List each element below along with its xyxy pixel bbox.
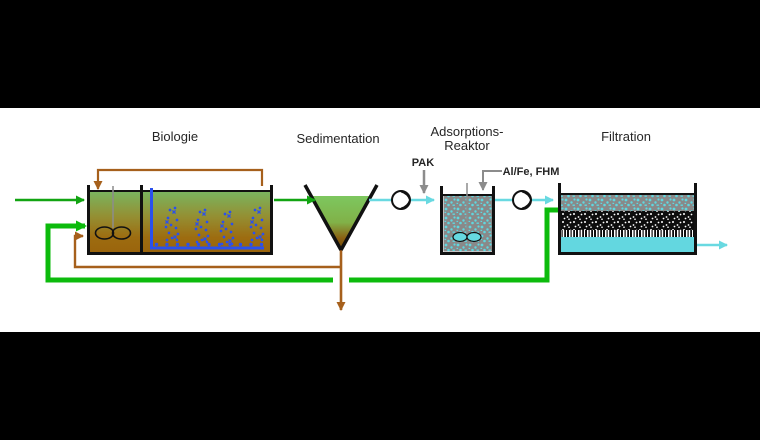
filtrate-layer xyxy=(561,237,694,254)
label-adsorption-line1: Adsorptions- xyxy=(430,124,504,139)
sludge-return-line xyxy=(73,231,341,269)
process-diagram: Biologie Sedimentation Adsorptions- Reak… xyxy=(0,108,760,332)
pump-icon xyxy=(391,190,411,210)
pump-icon xyxy=(512,190,532,210)
green-recycle-line xyxy=(45,207,559,283)
adsorption-stirrer-icon xyxy=(452,183,482,243)
internal-recycle-brown xyxy=(93,168,264,190)
biologie-tank xyxy=(87,185,273,255)
sedimentation-funnel xyxy=(303,184,379,251)
label-sedimentation: Sedimentation xyxy=(296,131,380,146)
filter-layer-top xyxy=(561,195,694,211)
adsorption-reactor-tank xyxy=(440,183,495,255)
diagram-canvas xyxy=(15,168,728,311)
filter-layer-floor xyxy=(561,230,694,237)
label-adsorption-line2: Reaktor xyxy=(444,138,490,153)
label-coagulant: Al/Fe, FHM xyxy=(502,166,560,178)
filtration-tank xyxy=(558,183,697,255)
aeration-diffuser-icon xyxy=(150,188,265,250)
label-pak: PAK xyxy=(411,157,435,169)
coagulant-dosing-arrow xyxy=(478,170,502,191)
label-adsorption-reactor: Adsorptions- Reaktor xyxy=(431,125,504,153)
label-biologie: Biologie xyxy=(151,129,199,144)
stirrer-icon xyxy=(94,186,132,240)
filter-layer-media xyxy=(561,211,694,230)
label-filtration: Filtration xyxy=(601,129,651,144)
